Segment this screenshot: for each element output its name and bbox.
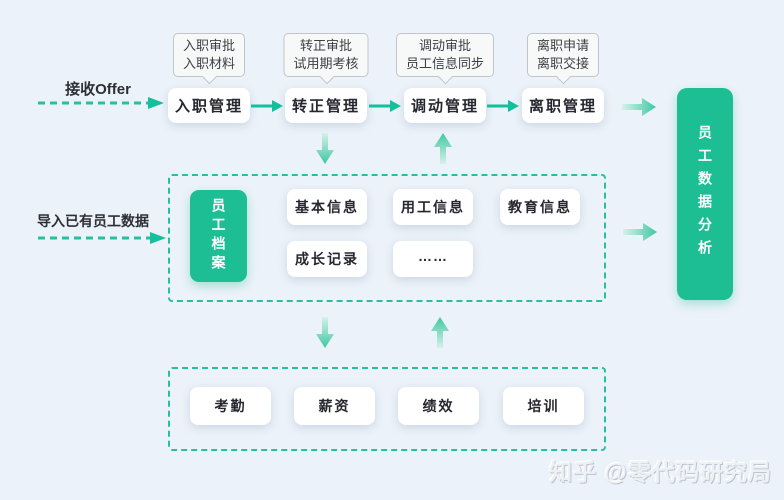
receive-offer-label: 接收Offer: [65, 81, 131, 98]
callout-transfer: 调动审批 员工信息同步: [395, 33, 495, 85]
archive-item-growth-record: 成长记录: [287, 241, 367, 277]
soft-arrow-down-archive-icon: [316, 317, 334, 348]
callout-regularization: 转正审批 试用期考核: [283, 33, 369, 85]
callout-line: 入职审批: [182, 38, 236, 53]
stage-box-transfer: 调动管理: [404, 88, 486, 123]
callout-line: 离职交接: [536, 56, 590, 71]
stage-box-regularization: 转正管理: [285, 88, 367, 123]
callout-line: 转正审批: [299, 38, 353, 53]
module-payroll: 薪资: [294, 387, 375, 425]
module-attendance: 考勤: [190, 387, 271, 425]
hr-modules-zone: [168, 367, 606, 451]
callout-line: 调动审批: [418, 38, 472, 53]
callout-line: 员工信息同步: [405, 56, 485, 71]
archive-item-label: 成长记录: [295, 251, 359, 267]
import-dashed-arrow-icon: [38, 232, 166, 244]
receive-offer-dashed-arrow-icon: [38, 97, 164, 109]
employee-archive-zone: [168, 174, 606, 302]
arrow-regularization-to-transfer-icon: [369, 100, 401, 112]
archive-item-label: 基本信息: [295, 199, 359, 215]
module-label: 薪资: [318, 398, 351, 414]
archive-item-ellipsis: ……: [393, 241, 473, 277]
soft-arrow-up-modules-icon: [431, 317, 449, 348]
stage-label: 转正管理: [291, 98, 360, 115]
archive-item-education-info: 教育信息: [500, 189, 580, 225]
soft-arrow-down-regularization-icon: [316, 133, 334, 164]
module-training: 培训: [503, 387, 584, 425]
module-label: 考勤: [214, 398, 247, 414]
stage-label: 离职管理: [528, 98, 597, 115]
archive-item-label: 教育信息: [508, 199, 572, 215]
archive-item-employment-info: 用工信息: [393, 189, 473, 225]
arrow-onboarding-to-regularization-icon: [251, 100, 283, 112]
employee-data-analysis-box: 员工数据分析: [677, 88, 733, 300]
callout-resignation: 离职申请 离职交接: [526, 33, 600, 85]
employee-data-analysis-label: 员工数据分析: [697, 125, 713, 263]
arrow-transfer-to-resignation-icon: [487, 100, 519, 112]
module-label: 培训: [527, 398, 560, 414]
stage-box-resignation: 离职管理: [522, 88, 604, 123]
callout-line: 试用期考核: [293, 56, 359, 71]
stage-label: 入职管理: [174, 98, 243, 115]
callout-line: 离职申请: [536, 38, 590, 53]
archive-item-label: 用工信息: [401, 199, 465, 215]
module-label: 绩效: [422, 398, 455, 414]
module-performance: 绩效: [398, 387, 479, 425]
archive-item-basic-info: 基本信息: [287, 189, 367, 225]
zhihu-watermark: 知乎 @零代码研究局: [549, 459, 772, 485]
callout-line: 入职材料: [182, 56, 236, 71]
stage-box-onboarding: 入职管理: [168, 88, 250, 123]
archive-item-label: ……: [418, 248, 448, 264]
soft-arrow-right-middle-icon: [623, 223, 657, 241]
employee-archive-title: 员工档案: [210, 198, 227, 274]
soft-arrow-right-top-icon: [622, 98, 656, 116]
employee-archive-title-box: 员工档案: [190, 190, 247, 282]
stage-label: 调动管理: [410, 98, 479, 115]
import-data-label: 导入已有员工数据: [37, 213, 149, 229]
soft-arrow-up-transfer-icon: [434, 133, 452, 164]
callout-onboarding: 入职审批 入职材料: [172, 33, 246, 85]
